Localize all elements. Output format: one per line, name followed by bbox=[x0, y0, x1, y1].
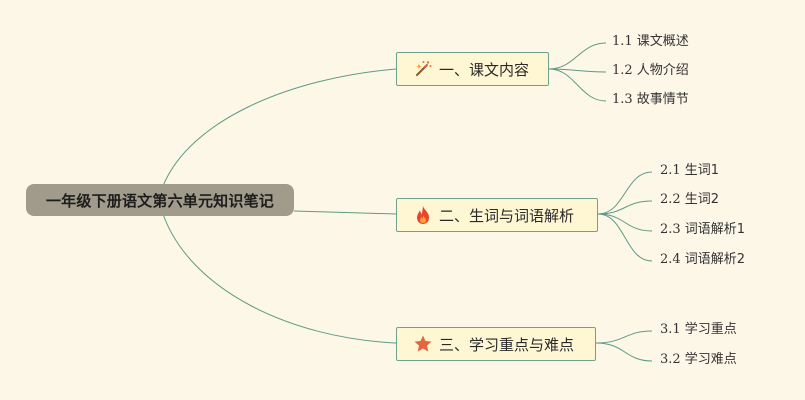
leaf-text: 词语解析1 bbox=[684, 222, 745, 237]
magic-wand-icon bbox=[413, 59, 433, 79]
leaf-text: 故事情节 bbox=[636, 92, 689, 107]
connector-branch-1-leaf-3 bbox=[548, 68, 607, 102]
leaf-text: 词语解析2 bbox=[684, 252, 745, 267]
connector-branch-2-leaf-3 bbox=[597, 213, 653, 232]
connector-branch-2-leaf-1 bbox=[597, 171, 653, 215]
branch-node-key-points[interactable]: 三、学习重点与难点 bbox=[396, 327, 596, 361]
connector-root-branch-3 bbox=[162, 213, 397, 344]
leaf-number: 2.2 bbox=[660, 192, 681, 207]
connector-root-branch-2 bbox=[293, 210, 397, 215]
leaf-number: 2.3 bbox=[660, 222, 681, 237]
leaf-number: 1.3 bbox=[612, 92, 633, 107]
leaf-text: 学习重点 bbox=[684, 322, 737, 337]
leaf-number: 3.2 bbox=[660, 352, 681, 367]
leaf-number: 2.1 bbox=[660, 163, 681, 178]
leaf-text: 课文概述 bbox=[636, 34, 689, 49]
leaf-number: 2.4 bbox=[660, 252, 681, 267]
branch-node-vocabulary[interactable]: 二、生词与词语解析 bbox=[396, 198, 598, 232]
star-icon bbox=[413, 334, 433, 354]
leaf-number: 1.2 bbox=[612, 63, 633, 78]
connector-branch-2-leaf-4 bbox=[597, 213, 653, 262]
leaf-number: 3.1 bbox=[660, 322, 681, 337]
connector-branch-1-leaf-1 bbox=[548, 42, 607, 70]
root-node[interactable]: 一年级下册语文第六单元知识笔记 bbox=[26, 184, 294, 216]
branch-label: 二、生词与词语解析 bbox=[439, 206, 575, 225]
fire-icon bbox=[413, 205, 433, 225]
leaf-number: 1.1 bbox=[612, 34, 633, 49]
branch-node-content[interactable]: 一、课文内容 bbox=[396, 52, 549, 86]
connector-branch-3-leaf-2 bbox=[595, 342, 653, 362]
root-label: 一年级下册语文第六单元知识笔记 bbox=[45, 191, 274, 210]
leaf-text: 人物介绍 bbox=[636, 63, 689, 78]
branch-label: 一、课文内容 bbox=[439, 60, 530, 79]
connector-branch-2-leaf-2 bbox=[597, 200, 653, 215]
leaf-text: 生词1 bbox=[684, 163, 719, 178]
branch-label: 三、学习重点与难点 bbox=[439, 335, 575, 354]
connector-branch-3-leaf-1 bbox=[595, 330, 653, 344]
leaf-text: 生词2 bbox=[684, 192, 719, 207]
connector-root-branch-1 bbox=[162, 68, 397, 187]
leaf-text: 学习难点 bbox=[684, 352, 737, 367]
connector-branch-1-leaf-2 bbox=[548, 68, 607, 73]
